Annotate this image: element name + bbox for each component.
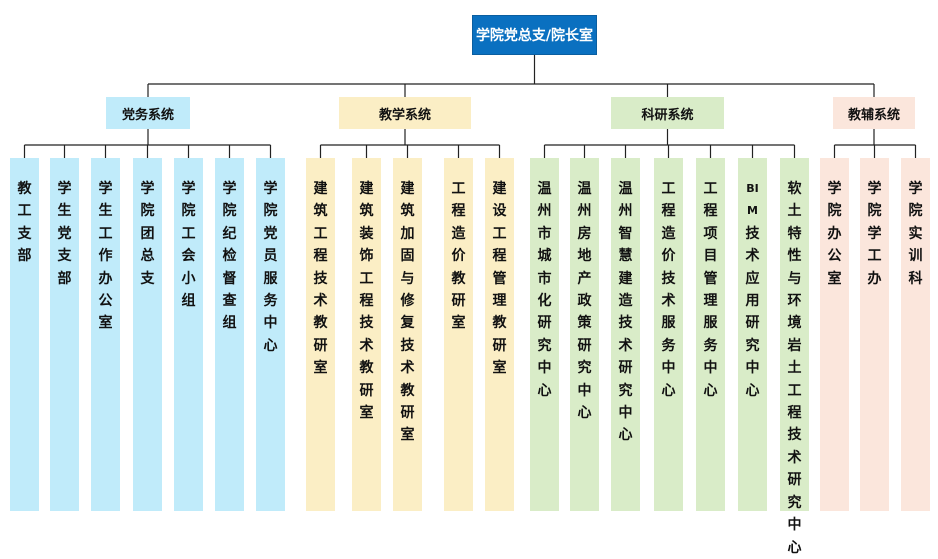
leaf-node: 学院办公室 — [820, 158, 849, 511]
leaf-node: 温州市城市化研究中心 — [530, 158, 559, 511]
leaf-node: 学院工会小组 — [174, 158, 203, 511]
leaf-node: 建筑装饰工程技术教研室 — [352, 158, 381, 511]
leaf-node: 学院党员服务中心 — [256, 158, 285, 511]
leaf-label: 温州房地产政策研究中心 — [577, 181, 592, 422]
leaf-node: 学院团总支 — [133, 158, 162, 511]
leaf-label: 学院实训科 — [908, 181, 923, 287]
leaf-label: 温州智慧建造技术研究中心 — [618, 181, 633, 444]
system-label: 教学系统 — [378, 107, 431, 123]
leaf-node: 学院纪检督查组 — [215, 158, 244, 511]
leaf-label: 建筑加固与修复技术教研室 — [400, 181, 415, 444]
leaf-node: 工程项目管理服务中心 — [696, 158, 725, 511]
system-label: 党务系统 — [121, 107, 174, 123]
leaf-label: 学院团总支 — [140, 181, 155, 287]
leaf-node: 软土特性与环境岩土工程技术研究中心 — [780, 158, 809, 556]
leaf-node: 建筑工程技术教研室 — [306, 158, 335, 511]
leaf-node: 工程造价教研室 — [444, 158, 473, 511]
leaf-label: 学院党员服务中心 — [263, 181, 278, 354]
leaf-label: 学生党支部 — [57, 181, 72, 287]
leaf-label: 学院学工办 — [867, 181, 882, 287]
system-label: 教辅系统 — [847, 107, 900, 123]
leaf-node: 教工支部 — [10, 158, 39, 511]
leaf-node: 工程造价技术服务中心 — [654, 158, 683, 511]
leaf-node: 学生工作办公室 — [91, 158, 120, 511]
system-party: 党务系统 — [106, 97, 190, 129]
leaf-label: 教工支部 — [17, 181, 32, 265]
root-node: 学院党总支/院长室 — [472, 15, 597, 55]
leaf-node: 建筑加固与修复技术教研室 — [393, 158, 422, 511]
leaf-label: 建设工程管理教研室 — [492, 181, 507, 377]
leaf-label: 工程造价技术服务中心 — [661, 181, 676, 399]
leaf-node: 温州房地产政策研究中心 — [570, 158, 599, 511]
system-research: 科研系统 — [611, 97, 724, 129]
root-label: 学院党总支/院长室 — [475, 28, 594, 44]
leaf-node: 学院实训科 — [901, 158, 930, 511]
leaf-label: 工程造价教研室 — [451, 181, 466, 332]
leaf-label: 学院工会小组 — [181, 181, 196, 310]
leaf-label: 建筑工程技术教研室 — [313, 181, 328, 377]
leaf-node: 学生党支部 — [50, 158, 79, 511]
org-chart: 学院党总支/院长室 党务系统 教学系统 科研系统 教辅系统 教工支部 学生党支部 学… — [10, 15, 930, 556]
leaf-label: 学院纪检督查组 — [222, 181, 237, 332]
leaf-node: 学院学工办 — [860, 158, 889, 511]
leaf-label: 学院办公室 — [827, 181, 842, 287]
system-label: 科研系统 — [641, 107, 694, 123]
system-teaching: 教学系统 — [339, 97, 471, 129]
leaf-label: 学生工作办公室 — [98, 181, 113, 332]
leaf-label: 建筑装饰工程技术教研室 — [359, 181, 374, 422]
leaf-label: 温州市城市化研究中心 — [537, 181, 552, 399]
leaf-node: 温州智慧建造技术研究中心 — [611, 158, 640, 511]
leaf-node: 建设工程管理教研室 — [485, 158, 514, 511]
leaf-label: 工程项目管理服务中心 — [703, 181, 718, 399]
system-support: 教辅系统 — [833, 97, 915, 129]
connector-lines — [23, 55, 917, 158]
leaf-label: 软土特性与环境岩土工程技术研究中心 — [787, 181, 802, 556]
